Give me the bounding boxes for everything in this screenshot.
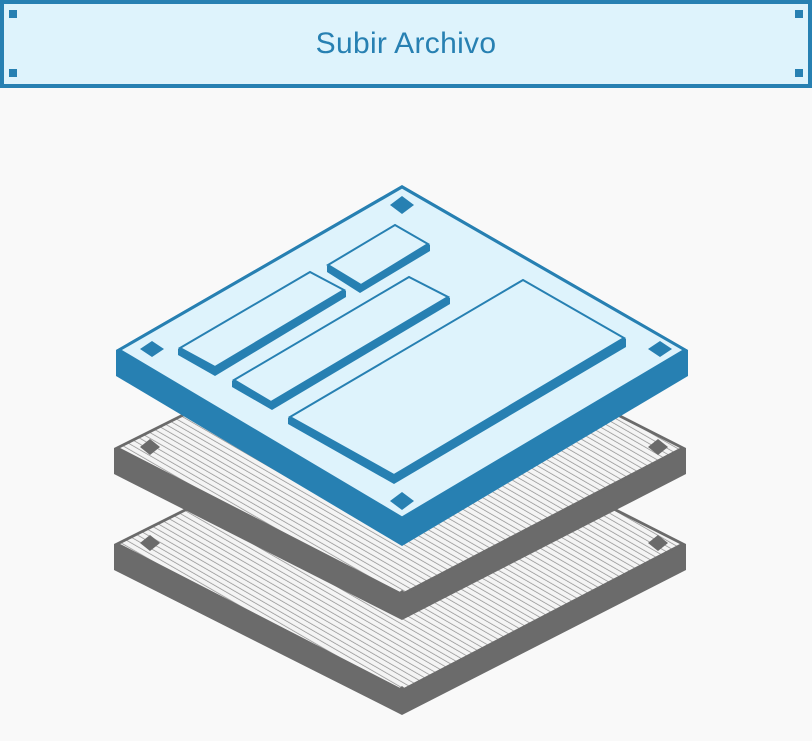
corner-marker [795, 10, 803, 18]
upload-title: Subir Archivo [315, 27, 497, 60]
upload-header-button[interactable]: Subir Archivo [0, 0, 812, 88]
top-layer [116, 185, 688, 546]
corner-marker [9, 69, 17, 77]
stacked-file-layers-icon [114, 185, 688, 715]
corner-marker [9, 10, 17, 18]
corner-marker [795, 69, 803, 77]
